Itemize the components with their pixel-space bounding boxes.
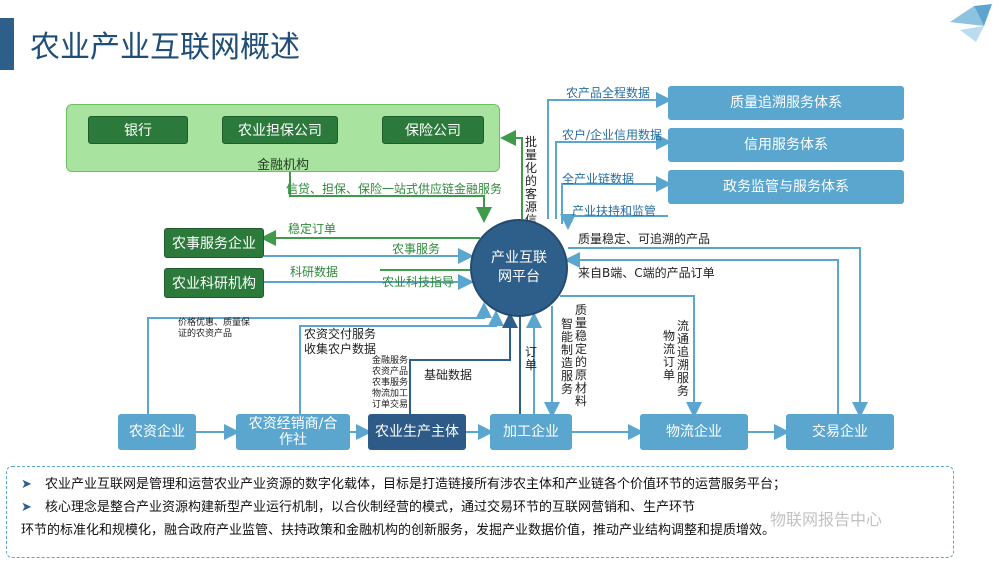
agri-research-box: 农业科研机构 [164,268,264,298]
industry-internet-platform-hub: 产业互联网平台 [470,219,568,317]
agri-input-enterprise-box: 农资企业 [118,414,196,450]
trading-enterprise-box: 交易企业 [786,414,894,450]
farm-service-enterprise-box: 农事服务企业 [164,228,264,258]
credit-data-label: 农户/企业信用数据 [562,128,663,142]
logistics-vertical-label: 流通追溯服务 [676,319,689,398]
summary-text-3: 环节的标准化和规模化，融合政府产业监管、扶持政策和金融机构的创新服务，发掘产业数… [21,523,776,538]
insurance-box: 保险公司 [382,116,484,144]
supply-chain-finance-label: 信贷、担保、保险一站式供应链金融服务 [286,182,503,196]
order-vertical-label: 订单 [524,345,537,372]
producer-services-list: 金融服务 农资产品 农事服务 物流加工 订单交易 [372,356,408,411]
basic-data-label: 基础数据 [424,368,473,382]
price-benefit-label: 价格优惠、质量保证的农资产品 [178,318,251,339]
gov-supervision-system-box: 政务监管与服务体系 [668,170,904,204]
summary-panel: ➤ 农业产业互联网是管理和运营农业产业资源的数字化载体，目标是打造链接所有涉农主… [6,466,954,558]
farm-service-label: 农事服务 [392,242,441,256]
watermark: 物联网报告中心 [770,510,883,529]
smart-mfg-vertical-label: 智能制造服务 [560,317,573,396]
summary-bullet-1: ➤ 农业产业互联网是管理和运营农业产业资源的数字化载体，目标是打造链接所有涉农主… [21,473,939,496]
summary-bullet-2: ➤ 核心理念是整合产业资源构建新型产业运行机制，以合伙制经营的模式，通过交易环节… [21,496,939,519]
title-accent-bar [0,18,14,70]
collect-data-label: 收集农户数据 [304,342,377,356]
producer-service-item: 农资产品 [372,367,409,377]
page-title: 农业产业互联网概述 [30,30,300,65]
tech-guidance-label: 农业科技指导 [382,275,455,289]
quality-trace-system-box: 质量追溯服务体系 [668,86,904,120]
producer-service-item: 订单交易 [372,400,409,410]
summary-text-2: 核心理念是整合产业资源构建新型产业运行机制，以合伙制经营的模式，通过交易环节的互… [45,500,696,515]
agri-guarantee-box: 农业担保公司 [222,116,338,144]
agri-producer-box: 农业生产主体 [368,414,466,450]
logistics-order-vertical-label: 物流订单 [662,329,675,382]
processing-enterprise-box: 加工企业 [490,414,572,450]
hub-label-line-2: 网平台 [498,269,540,285]
full-process-data-label: 农产品全程数据 [566,86,651,100]
delivery-service-label: 农资交付服务 [304,327,377,341]
materials-vertical-label: 质量稳定的原材料 [574,303,587,408]
support-supervision-label: 产业扶持和监管 [572,204,657,218]
stable-order-label: 稳定订单 [288,222,337,236]
bullet-arrow-icon: ➤ [21,477,32,492]
chain-data-label: 全产业链数据 [562,172,635,186]
producer-service-item: 物流加工 [372,389,409,399]
logistics-enterprise-box: 物流企业 [640,414,748,450]
producer-service-item: 金融服务 [372,356,409,366]
finance-group-label: 金融机构 [256,158,309,173]
bullet-arrow-icon: ➤ [21,500,32,515]
credit-service-system-box: 信用服务体系 [668,128,904,162]
summary-bullet-2-cont: 环节的标准化和规模化，融合政府产业监管、扶持政策和金融机构的创新服务，发掘产业数… [21,519,939,542]
corner-decoration-icon [950,4,992,42]
bank-box: 银行 [88,116,188,144]
agri-dealer-coop-box: 农资经销商/合作社 [236,414,350,450]
traceable-products-label: 质量稳定、可追溯的产品 [578,232,711,246]
hub-label-line-1: 产业互联 [491,250,547,266]
summary-text-1: 农业产业互联网是管理和运营农业产业资源的数字化载体，目标是打造链接所有涉农主体和… [45,477,787,492]
producer-service-item: 农事服务 [372,378,409,388]
research-data-label: 科研数据 [290,265,339,279]
bc-orders-label: 来自B端、C端的产品订单 [578,266,715,280]
